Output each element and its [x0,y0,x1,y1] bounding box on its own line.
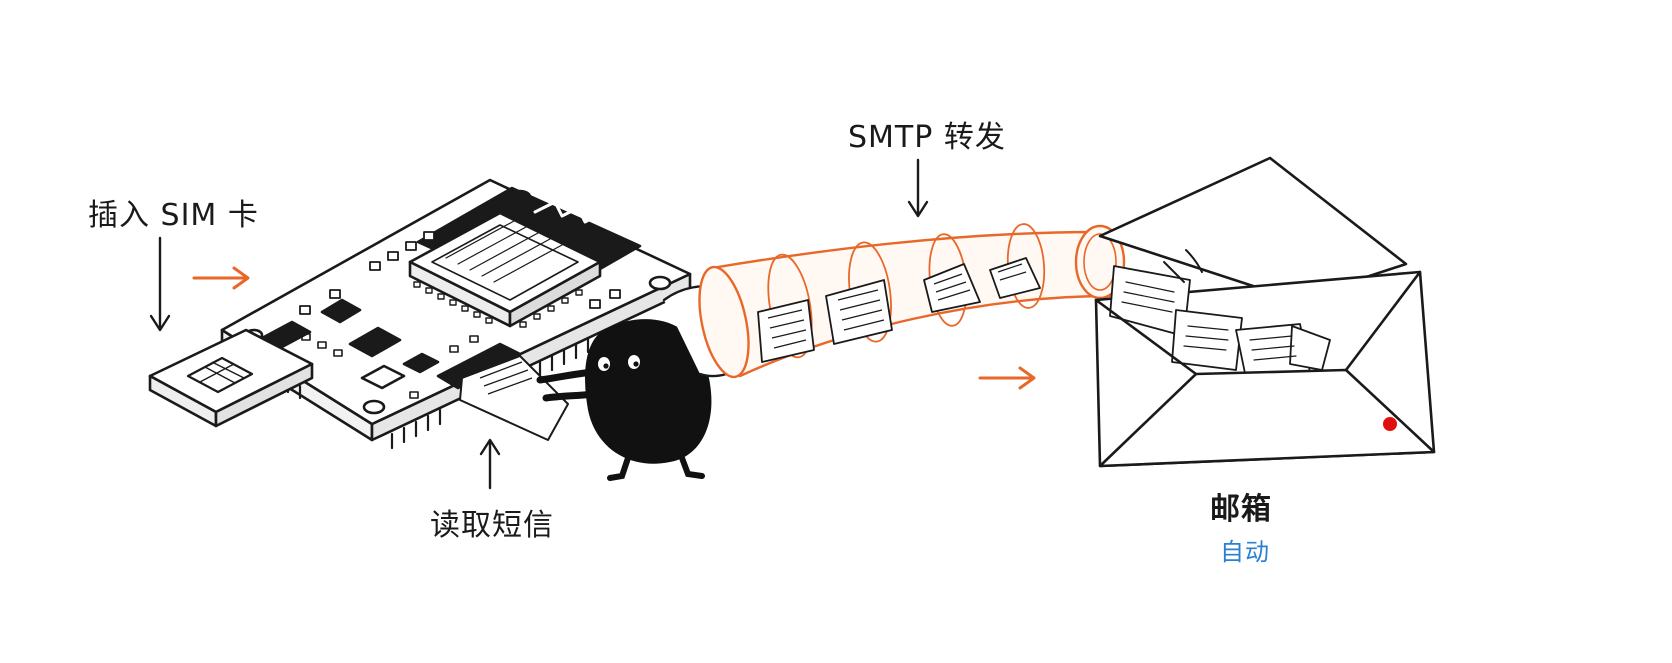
blob-character-icon [536,319,712,481]
insert-sim-label: 插入 SIM 卡 [88,198,259,233]
envelope-icon [1094,156,1436,468]
smtp-forward-label: SMTP 转发 [848,120,1006,155]
circuit-board-icon [220,178,692,450]
transparent-tube-icon [662,223,1126,379]
automatic-label: 自动 [1220,538,1270,566]
sim-card-icon [148,328,314,428]
arrow-icon [149,158,1036,490]
mailbox-label: 邮箱 [1210,492,1272,527]
sms-note-icon [757,257,1041,363]
read-sms-label: 读取短信 [430,508,554,543]
